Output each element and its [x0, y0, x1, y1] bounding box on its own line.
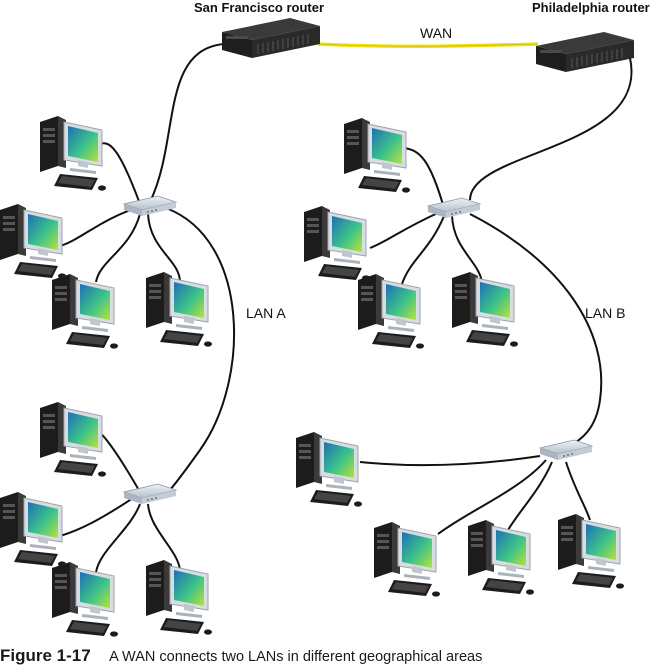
- computer-b7: [467, 519, 535, 596]
- computer-b2: [303, 205, 371, 282]
- cable-lan-a-backbone: [165, 207, 236, 493]
- cable-b1-pc3: [401, 215, 445, 285]
- cable-a1-pc1: [99, 142, 141, 205]
- figure-number: Figure 1-17: [0, 646, 91, 665]
- router-icon: [221, 17, 321, 59]
- computer-a2: [0, 203, 67, 280]
- computer-b6: [373, 521, 441, 598]
- label-lan-b: LAN B: [585, 305, 625, 321]
- cable-b2-pc1: [359, 455, 541, 467]
- computer-a6: [0, 491, 67, 568]
- router-philadelphia: [535, 31, 635, 73]
- computer-b5: [295, 431, 363, 508]
- cable-b1-pc1: [403, 147, 445, 209]
- computer-a3: [51, 273, 119, 350]
- label-sf-router: San Francisco router: [194, 0, 324, 15]
- router-san-francisco: [221, 17, 321, 59]
- computer-a1: [39, 115, 107, 192]
- cable-b2-pc3: [507, 461, 553, 531]
- cable-b2-pc2: [437, 459, 547, 535]
- cable-a2-pc1: [97, 431, 141, 493]
- cable-a2-pc3: [95, 503, 141, 573]
- cable-a2-pc2: [59, 495, 137, 537]
- cable-a1-pc3: [95, 213, 141, 283]
- cables: [59, 42, 633, 573]
- label-wan: WAN: [420, 25, 452, 41]
- computer-b3: [357, 273, 425, 350]
- cable-philly-router-switch-b1: [469, 57, 633, 201]
- computer-a8: [145, 559, 213, 636]
- computer-a4: [145, 271, 213, 348]
- label-lan-a: LAN A: [246, 305, 286, 321]
- switch-lan-a-1: [123, 195, 177, 217]
- switch-lan-b-2: [539, 439, 593, 461]
- figure-caption-text: A WAN connects two LANs in different geo…: [109, 649, 483, 665]
- computer-b1: [343, 117, 411, 194]
- cable-sf-router-switch-a1: [149, 43, 225, 203]
- wan-link-edge: [317, 43, 539, 47]
- cable-b1-pc2: [369, 211, 441, 249]
- computer-a7: [51, 561, 119, 638]
- label-philly-router: Philadelphia router: [532, 0, 650, 15]
- computer-b4: [451, 271, 519, 348]
- cable-a1-pc2: [59, 207, 137, 247]
- cable-a1-pc4: [147, 213, 181, 283]
- switch-lan-a-2: [123, 483, 177, 505]
- cable-lan-b-backbone: [469, 213, 603, 447]
- figure-caption: Figure 1-17 A WAN connects two LANs in d…: [0, 646, 664, 670]
- cable-a2-pc4: [147, 503, 181, 571]
- cable-b1-pc4: [451, 215, 483, 283]
- router-icon: [535, 31, 635, 73]
- cable-b2-pc4: [565, 461, 591, 521]
- computer-b8: [557, 513, 625, 590]
- computer-a5: [39, 401, 107, 478]
